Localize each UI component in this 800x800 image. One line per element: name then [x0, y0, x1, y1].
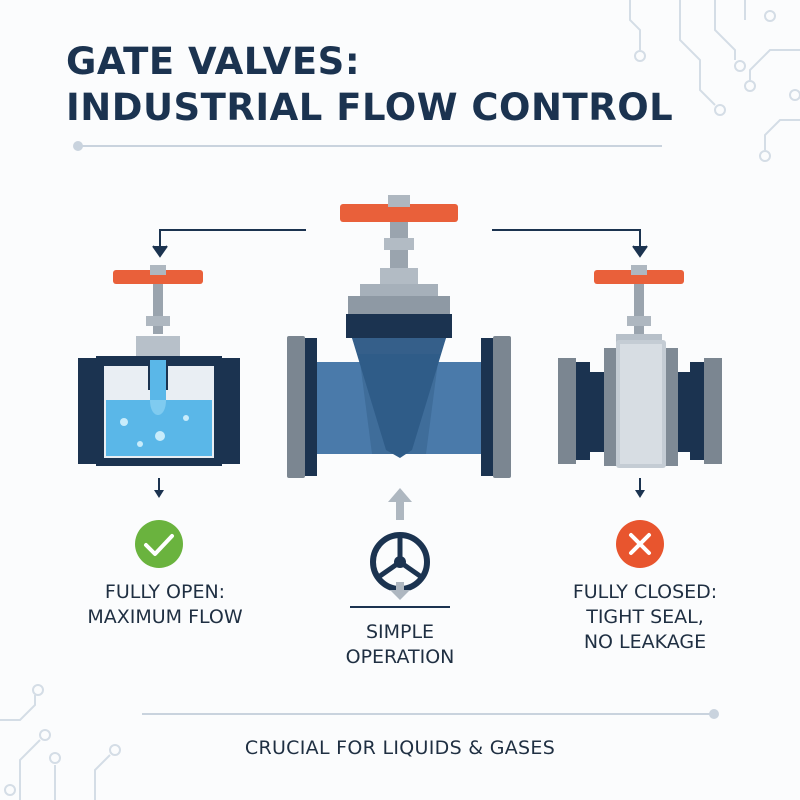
caption-simple-operation: SIMPLE OPERATION — [300, 620, 500, 670]
down-arrow-left — [154, 478, 164, 498]
bonnet — [136, 336, 180, 356]
gate-wedge — [352, 338, 446, 458]
title-separator — [73, 141, 662, 151]
title-line-1: GATE VALVES: — [66, 40, 361, 83]
valve-center — [287, 195, 511, 478]
caption-open-line-1: FULLY OPEN: — [104, 581, 226, 603]
caption-open-line-2: MAXIMUM FLOW — [87, 606, 243, 628]
handwheel-handle — [594, 270, 684, 284]
handwheel-icon — [370, 532, 430, 600]
flange-left — [558, 358, 576, 464]
valve-stem — [634, 284, 644, 334]
circuit-decoration-top-right — [629, 0, 800, 162]
flange-right — [493, 336, 511, 478]
caption-mid-line-2: OPERATION — [345, 646, 455, 668]
x-icon — [616, 520, 664, 568]
flange-left — [78, 358, 96, 464]
handwheel-handle — [340, 204, 458, 222]
bonnet — [348, 296, 450, 314]
caption-mid-line-1: SIMPLE — [365, 621, 435, 643]
flange-right — [222, 358, 240, 464]
down-arrow-right — [635, 478, 645, 498]
flange-left — [287, 336, 305, 478]
check-icon — [135, 520, 183, 568]
connector-right — [492, 229, 648, 258]
up-arrow-center — [388, 488, 412, 520]
valve-stem — [153, 284, 163, 334]
circuit-decoration-bottom-left — [0, 684, 121, 800]
connector-left — [152, 229, 306, 258]
title-line-2: INDUSTRIAL FLOW CONTROL — [66, 86, 674, 129]
caption-fully-open: FULLY OPEN: MAXIMUM FLOW — [60, 580, 270, 630]
caption-closed-line-1: FULLY CLOSED: — [572, 581, 718, 603]
handwheel-handle — [113, 270, 203, 284]
footer-text: CRUCIAL FOR LIQUIDS & GASES — [244, 737, 556, 759]
valve-open — [78, 265, 240, 466]
caption-fully-closed: FULLY CLOSED: TIGHT SEAL, NO LEAKAGE — [540, 580, 750, 655]
valve-closed — [558, 265, 722, 468]
caption-closed-line-3: NO LEAKAGE — [583, 631, 707, 653]
flange-right — [704, 358, 722, 464]
caption-closed-line-2: TIGHT SEAL, — [586, 606, 704, 628]
footer-separator — [142, 709, 719, 719]
